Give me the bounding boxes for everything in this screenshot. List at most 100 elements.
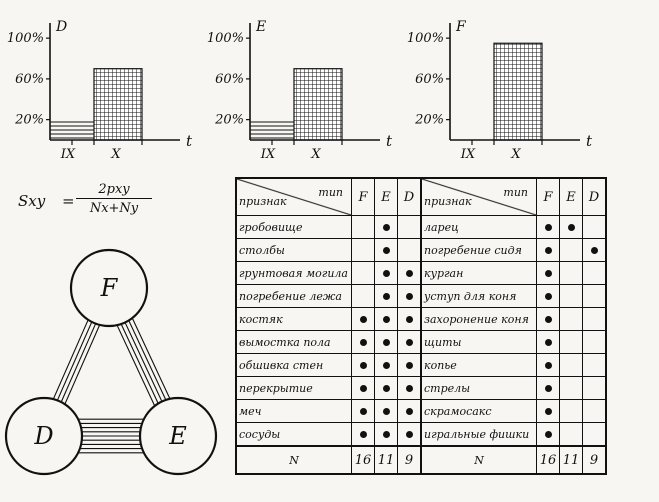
cell-d [582, 261, 607, 285]
cell-d [582, 238, 607, 262]
cell-d [397, 261, 422, 285]
presence-dot [382, 384, 390, 392]
feature-right: погребение сидя [420, 238, 537, 262]
presence-dot [382, 246, 390, 254]
total-d-left: 9 [397, 445, 422, 475]
node-d [4, 396, 84, 476]
feature-left: сосуды [235, 422, 352, 447]
plot-letter: F [455, 19, 467, 35]
presence-dot [405, 384, 413, 392]
col-f-right: F [536, 177, 560, 216]
formula-denominator: Nx+Ny [89, 201, 139, 216]
x-label-x: X [510, 147, 521, 162]
cell-d [397, 353, 422, 377]
cell-f [536, 238, 560, 262]
cell-e [559, 353, 583, 377]
col-e-right: E [559, 177, 583, 216]
cell-e [374, 399, 398, 423]
cell-f [536, 307, 560, 331]
plot-letter: E [255, 19, 266, 35]
cell-d [582, 353, 607, 377]
cell-d [397, 330, 422, 354]
edge-line-fe [117, 316, 163, 411]
edge-line-fe [113, 318, 159, 413]
cell-d [397, 284, 422, 308]
cell-d [582, 399, 607, 423]
feature-left: вымостка пола [235, 330, 352, 354]
bar-x [493, 42, 543, 141]
presence-dot [382, 430, 390, 438]
presence-dot [544, 223, 552, 231]
presence-dot [382, 315, 390, 323]
cell-e [559, 376, 583, 400]
cell-f [351, 422, 375, 447]
cell-f [351, 353, 375, 377]
similarity-formula: Sxy = 2pxy Nx+Ny [18, 182, 158, 226]
presence-dot [405, 338, 413, 346]
feature-left: погребение лежа [235, 284, 352, 308]
cell-f [351, 261, 375, 285]
edge-line-fe [124, 313, 170, 408]
presence-dot [359, 338, 367, 346]
presence-dot [405, 315, 413, 323]
presence-dot [544, 269, 552, 277]
feature-left: костяк [235, 307, 352, 331]
cell-e [374, 376, 398, 400]
cell-d [397, 422, 422, 447]
presence-dot [544, 338, 552, 346]
edge-line-fe [121, 314, 166, 410]
presence-dot [544, 430, 552, 438]
formula-equals: = [62, 192, 75, 210]
presence-dot [359, 384, 367, 392]
feature-right: ларец [420, 215, 537, 239]
presence-dot [544, 361, 552, 369]
presence-dot [382, 361, 390, 369]
cell-f [536, 376, 560, 400]
y-tick-label: 60% [215, 72, 244, 87]
presence-dot [359, 361, 367, 369]
y-tick-label: 100% [7, 31, 44, 46]
cell-d [582, 215, 607, 239]
node-e-label: E [168, 422, 187, 450]
y-tick-label: 20% [214, 113, 244, 128]
edge-line-df [49, 312, 92, 407]
cell-e [559, 307, 583, 331]
feature-right: курган [420, 261, 537, 285]
total-e-right: 11 [559, 445, 583, 475]
cell-f [351, 376, 375, 400]
cell-e [374, 284, 398, 308]
x-label-ix: IX [460, 147, 476, 162]
edge-line-df [53, 314, 96, 408]
bar-ix [50, 119, 94, 140]
edge-line-df [61, 317, 104, 412]
header-cell-right: тип признак [420, 177, 537, 216]
presence-dot [544, 292, 552, 300]
node-d-label: D [33, 422, 53, 450]
x-label-x: X [110, 147, 121, 162]
presence-dot [544, 384, 552, 392]
cell-f [351, 330, 375, 354]
presence-dot [359, 315, 367, 323]
presence-dot [382, 407, 390, 415]
feature-left: гробовище [235, 215, 352, 239]
cell-f [536, 353, 560, 377]
presence-dot [405, 269, 413, 277]
header-cell-left: тип признак [235, 177, 352, 216]
total-e-left: 11 [374, 445, 398, 475]
cell-d [397, 399, 422, 423]
cell-f [536, 284, 560, 308]
presence-dot [382, 223, 390, 231]
cell-f [536, 399, 560, 423]
cell-e [374, 422, 398, 447]
feature-left: меч [235, 399, 352, 423]
cell-d [397, 376, 422, 400]
cell-d [582, 330, 607, 354]
cell-e [374, 215, 398, 239]
feature-left: перекрытие [235, 376, 352, 400]
cell-e [559, 422, 583, 447]
